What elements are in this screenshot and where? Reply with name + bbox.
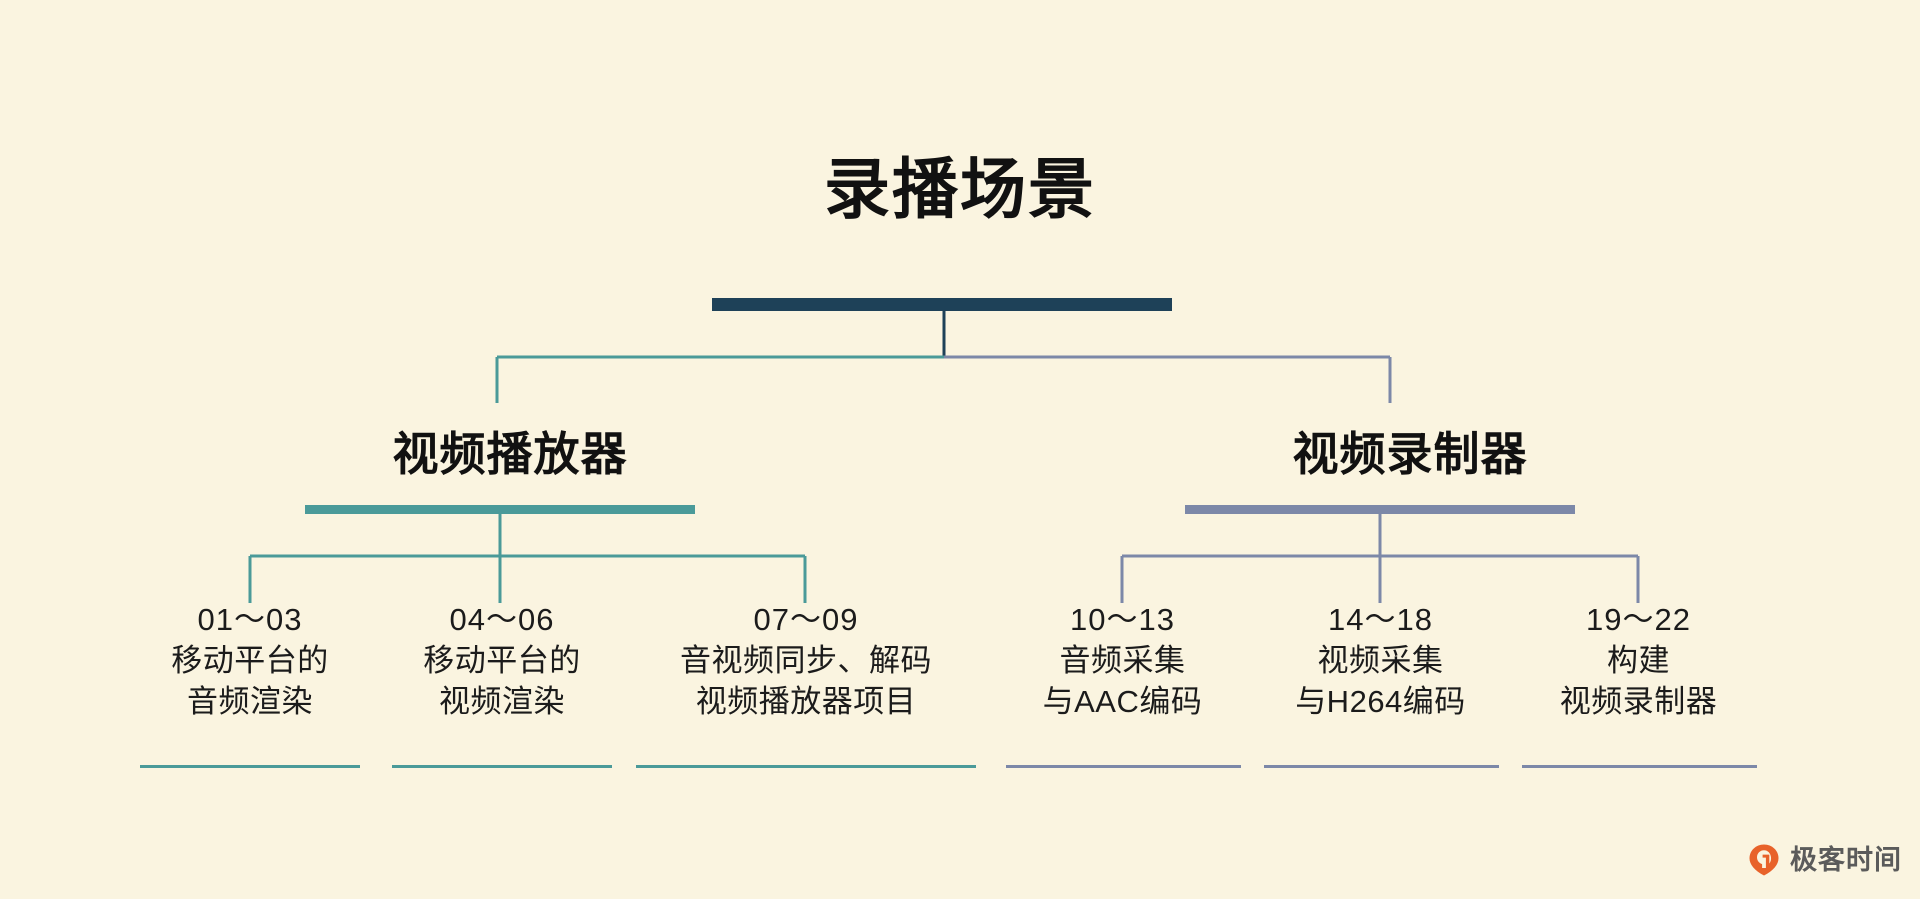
leaf-node: 10～13 音频采集 与AAC编码: [1000, 600, 1245, 723]
root-title: 录播场景: [824, 152, 1096, 226]
branch-title-video-player: 视频播放器: [392, 428, 628, 480]
branch-accent-bar-video-recorder: [1185, 505, 1575, 514]
leaf-line: 移动平台的: [423, 642, 581, 678]
branch-title-video-recorder: 视频录制器: [1292, 428, 1528, 480]
branch-accent-bar-video-player: [305, 505, 695, 514]
watermark: 极客时间: [1747, 843, 1902, 877]
leaf-range: 10～13: [1070, 602, 1175, 637]
leaf-line: 音视频同步、解码: [680, 642, 932, 678]
leaf-underline: [1522, 765, 1757, 768]
geektime-logo-icon: [1747, 843, 1781, 877]
leaf-underline: [1006, 765, 1241, 768]
leaf-line: 与H264编码: [1295, 683, 1466, 719]
leaf-range: 14～18: [1328, 602, 1433, 637]
leaf-node: 07～09 音视频同步、解码 视频播放器项目: [632, 600, 980, 723]
leaf-line: 音频采集: [1059, 642, 1186, 678]
leaf-node: 04～06 移动平台的 视频渲染: [382, 600, 622, 723]
leaf-line: 音频渲染: [187, 683, 313, 719]
leaf-node: 01～03 移动平台的 音频渲染: [130, 600, 370, 723]
leaf-line: 移动平台的: [171, 642, 329, 678]
leaf-underline: [1264, 765, 1499, 768]
leaf-range: 07～09: [753, 602, 859, 637]
leaf-line: 构建: [1607, 642, 1670, 678]
leaf-line: 视频录制器: [1559, 683, 1718, 719]
leaf-underline: [140, 765, 360, 768]
leaf-line: 视频渲染: [439, 683, 565, 719]
watermark-text: 极客时间: [1790, 844, 1902, 875]
leaf-range: 19～22: [1586, 602, 1691, 637]
leaf-underline: [392, 765, 612, 768]
leaf-line: 视频播放器项目: [695, 683, 917, 719]
leaf-line: 视频采集: [1317, 642, 1444, 678]
leaf-line: 与AAC编码: [1042, 683, 1203, 719]
leaf-range: 04～06: [449, 602, 555, 637]
leaf-node: 19～22 构建 视频录制器: [1516, 600, 1761, 723]
leaf-node: 14～18 视频采集 与H264编码: [1258, 600, 1503, 723]
root-node: 录播场景: [0, 152, 1920, 228]
leaf-underline: [636, 765, 976, 768]
leaf-range: 01～03: [197, 602, 303, 637]
root-accent-bar: [712, 298, 1172, 311]
